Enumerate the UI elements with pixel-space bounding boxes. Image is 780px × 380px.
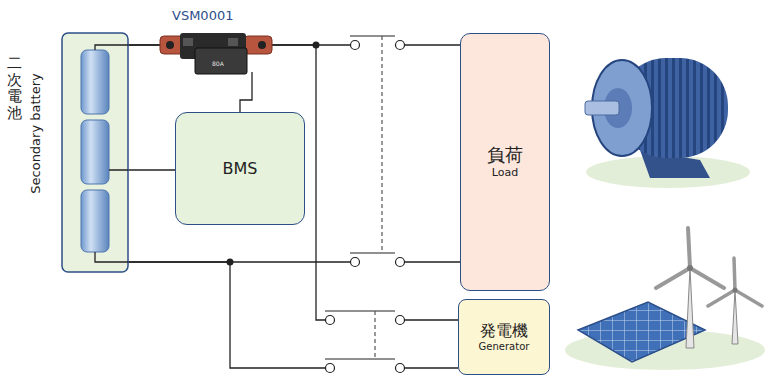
junction-dot [313, 42, 320, 49]
bms-box: BMS [175, 112, 305, 225]
node-title: 負荷 [487, 144, 523, 167]
battery-box: 二次電池Secondary battery [62, 33, 128, 272]
vertical-heading: 二次電池 [7, 55, 22, 121]
wire [128, 169, 175, 170]
node-title: 発電機 [480, 321, 528, 341]
junction-dot [227, 259, 234, 266]
fuse-illustration [160, 33, 272, 74]
part-name: VSM0001 [172, 8, 233, 23]
node-subtitle: Generator [479, 341, 530, 354]
sense-wire [240, 72, 252, 112]
battery-cells [81, 50, 109, 252]
generator-box: 発電機Generator [458, 299, 550, 375]
node-title: BMS [223, 159, 258, 179]
battery-inner-wire [95, 45, 128, 262]
battery-housing [62, 33, 128, 272]
wire [128, 45, 458, 320]
switch-symbols [325, 36, 405, 373]
rotated-heading: Secondary battery [28, 73, 43, 193]
wire [128, 262, 458, 368]
motor-illustration [585, 58, 750, 188]
rating-marking: 80A [212, 60, 224, 67]
renewable-illustration [565, 228, 765, 370]
node-subtitle: Load [492, 166, 518, 180]
load-box: 負荷Load [460, 33, 550, 291]
